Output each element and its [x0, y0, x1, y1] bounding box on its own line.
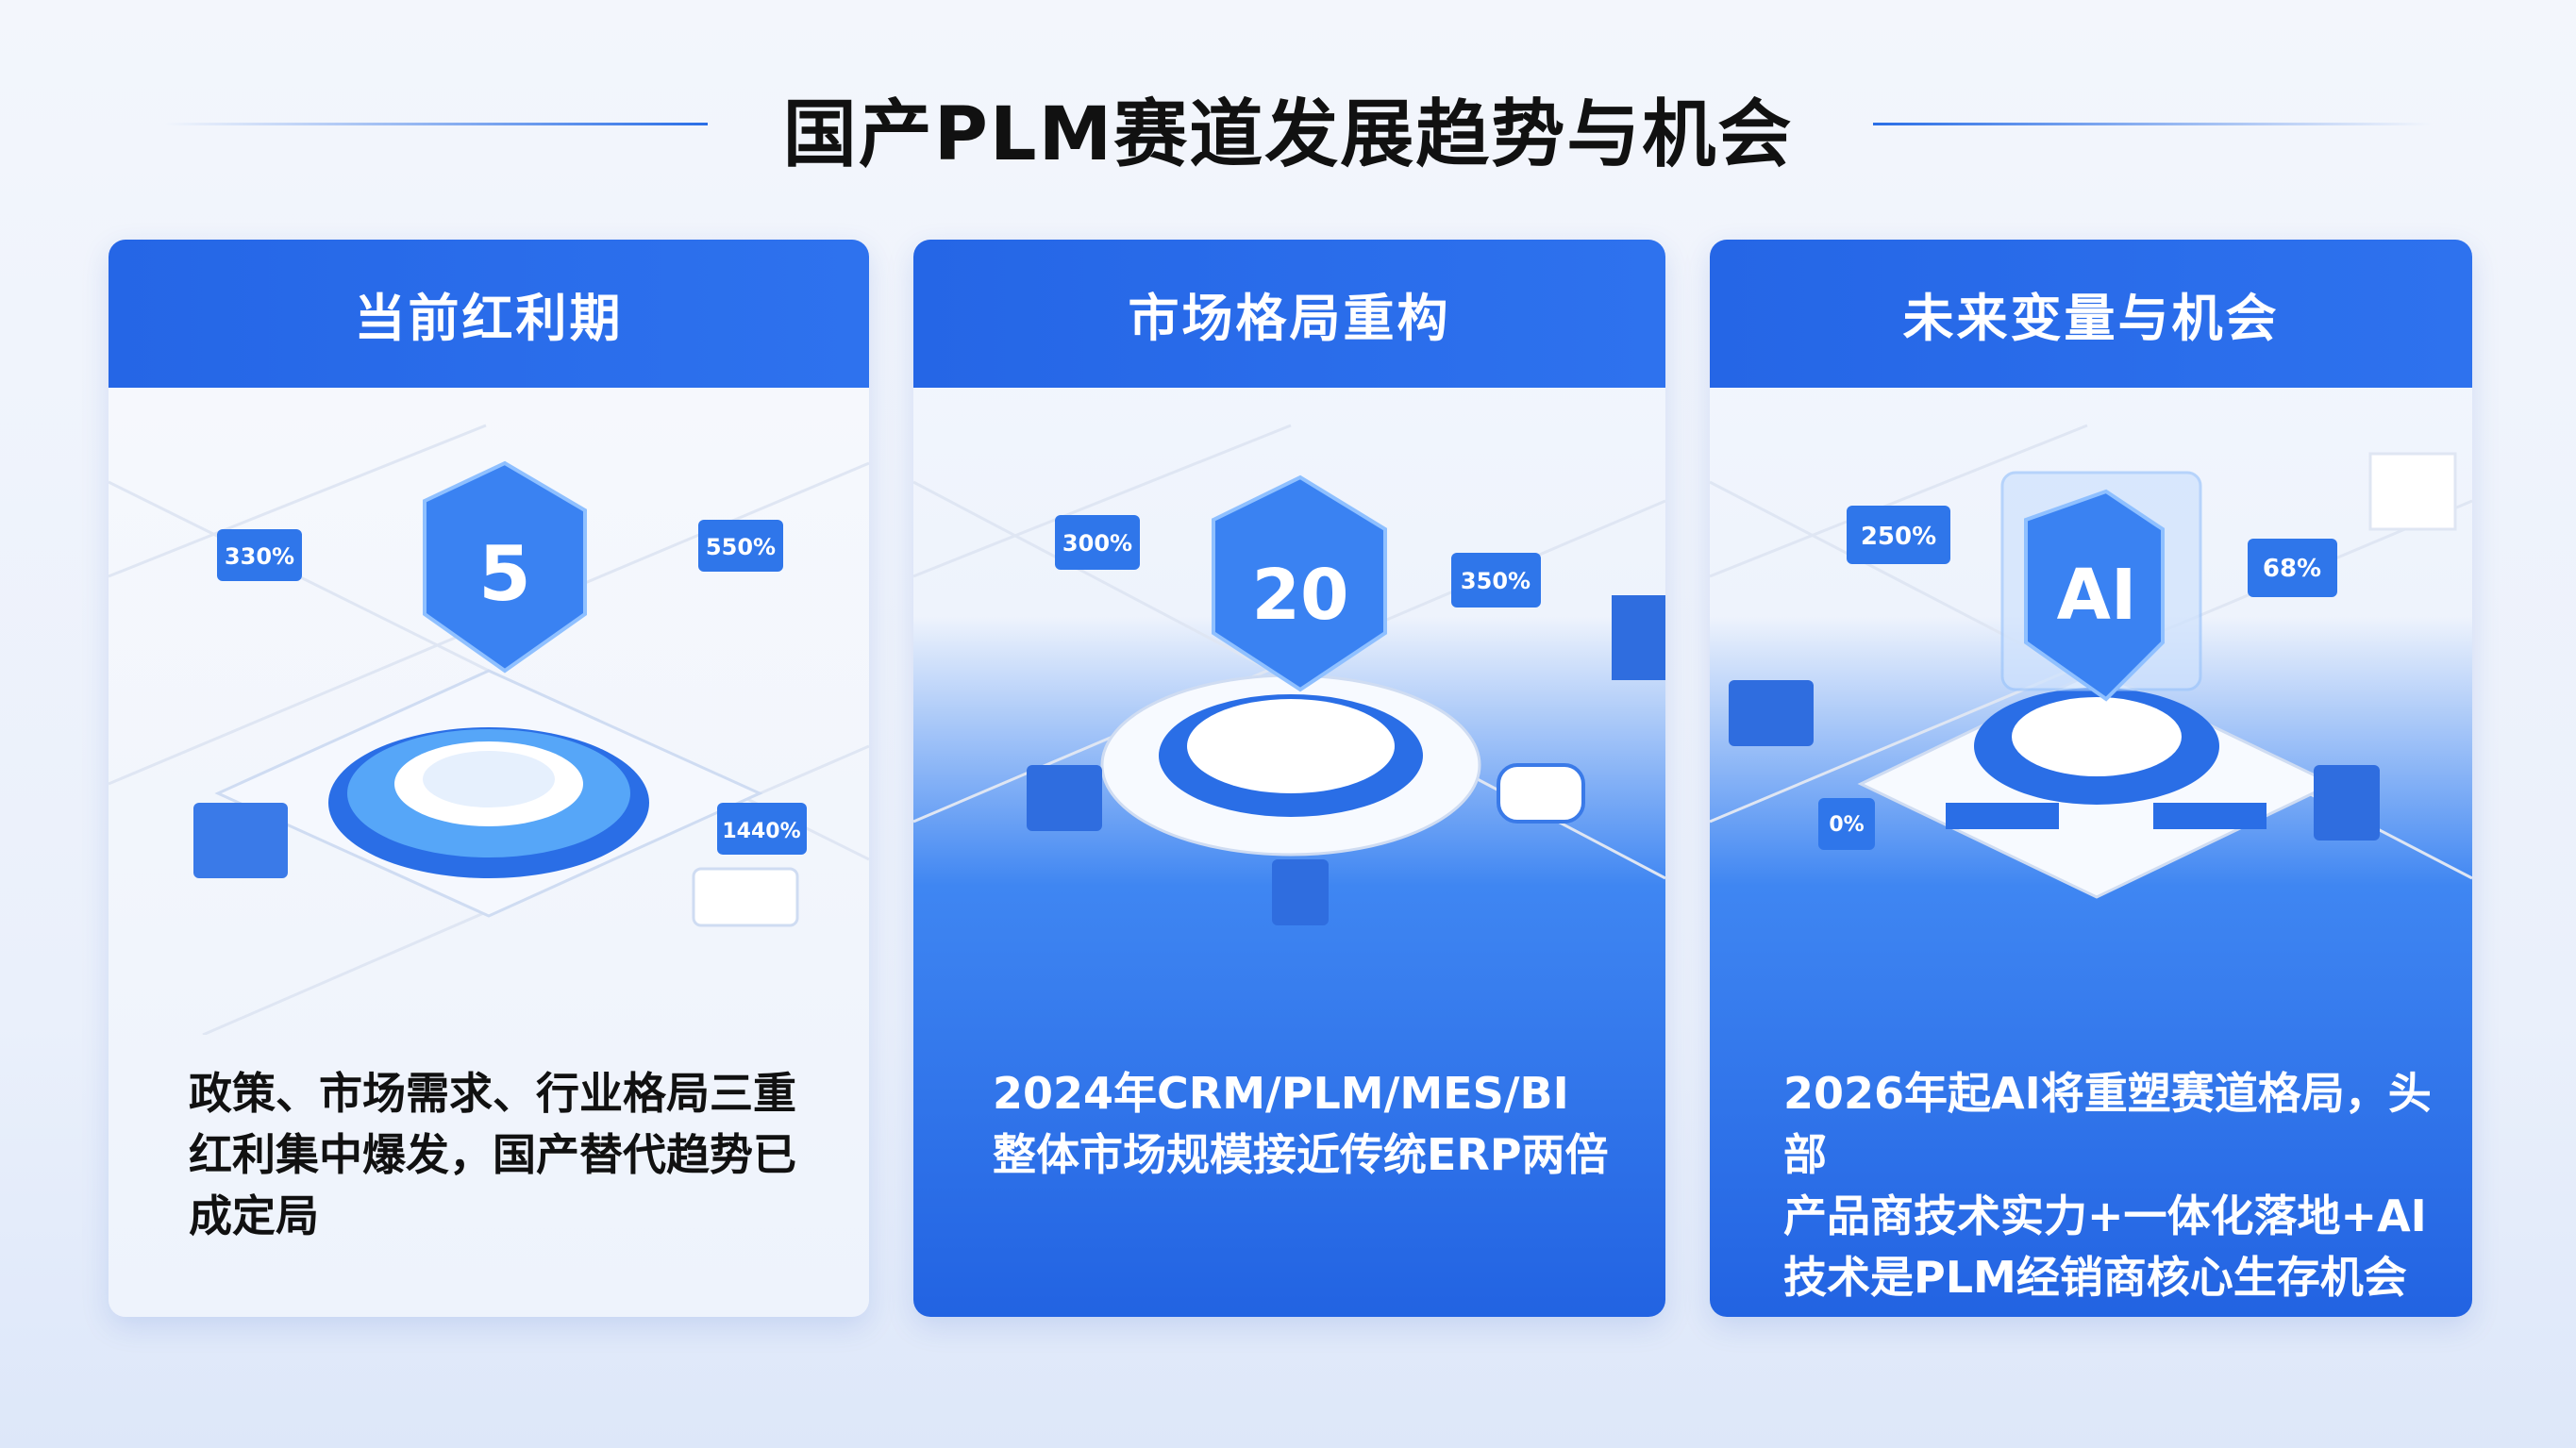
- card-description: 2024年CRM/PLM/MES/BI 整体市场规模接近传统ERP两倍: [993, 1063, 1634, 1186]
- description-line: 成定局: [189, 1190, 319, 1241]
- badge-shape: [423, 460, 587, 674]
- description-line: 红利集中爆发，国产替代趋势已: [189, 1129, 796, 1180]
- tag-label: 350%: [1461, 568, 1531, 594]
- description-line: 产品商技术实力+一体化落地+AI: [1783, 1190, 2427, 1241]
- platform-illustration: 5 330% 550% 1440%: [109, 424, 869, 1035]
- card-header: 当前红利期: [109, 240, 869, 388]
- card-future-opportunity: 未来变量与机会 AI 250% 68% 0% 2026年起AI将重塑赛道格局，头…: [1710, 240, 2472, 1317]
- tag-label: 1440%: [722, 820, 800, 843]
- badge-label: 20: [1252, 555, 1349, 636]
- title-decor-line-left: [164, 123, 708, 125]
- title-decor-line-right: [1873, 123, 2432, 125]
- description-line: 2024年CRM/PLM/MES/BI: [993, 1068, 1569, 1119]
- badge-shape: [1212, 474, 1387, 692]
- description-line: 2026年起AI将重塑赛道格局，头部: [1783, 1068, 2432, 1180]
- card-current-dividend: 当前红利期 5 330% 550% 1440% 政策、市场需求、行业格局三重 红…: [109, 240, 869, 1317]
- tag-label: 550%: [706, 534, 776, 560]
- badge-shape: [2024, 489, 2165, 702]
- tag-label: 330%: [225, 543, 294, 570]
- card-header: 未来变量与机会: [1710, 240, 2472, 388]
- description-line: 政策、市场需求、行业格局三重: [189, 1068, 796, 1119]
- card-description: 2026年起AI将重塑赛道格局，头部 产品商技术实力+一体化落地+AI 技术是P…: [1783, 1063, 2453, 1308]
- badge-label: AI: [2057, 555, 2137, 636]
- card-market-restructure: 市场格局重构 20 300% 350% 2024年CRM/PLM/MES/BI …: [913, 240, 1665, 1317]
- tag-label: 68%: [2263, 555, 2321, 583]
- tag-label: 0%: [1829, 813, 1864, 837]
- card-header: 市场格局重构: [913, 240, 1665, 388]
- tag-label: 300%: [1062, 530, 1132, 557]
- description-line: 技术是PLM经销商核心生存机会: [1783, 1252, 2407, 1303]
- card-description: 政策、市场需求、行业格局三重 红利集中爆发，国产替代趋势已 成定局: [189, 1063, 811, 1247]
- platform-illustration: AI 250% 68% 0%: [1710, 424, 2472, 899]
- tag-label: 250%: [1861, 523, 1936, 551]
- badge-label: 5: [478, 530, 531, 618]
- page-title: 国产PLM赛道发展趋势与机会: [782, 92, 1794, 177]
- description-line: 整体市场规模接近传统ERP两倍: [993, 1129, 1609, 1180]
- platform-illustration: 20 300% 350%: [913, 424, 1665, 925]
